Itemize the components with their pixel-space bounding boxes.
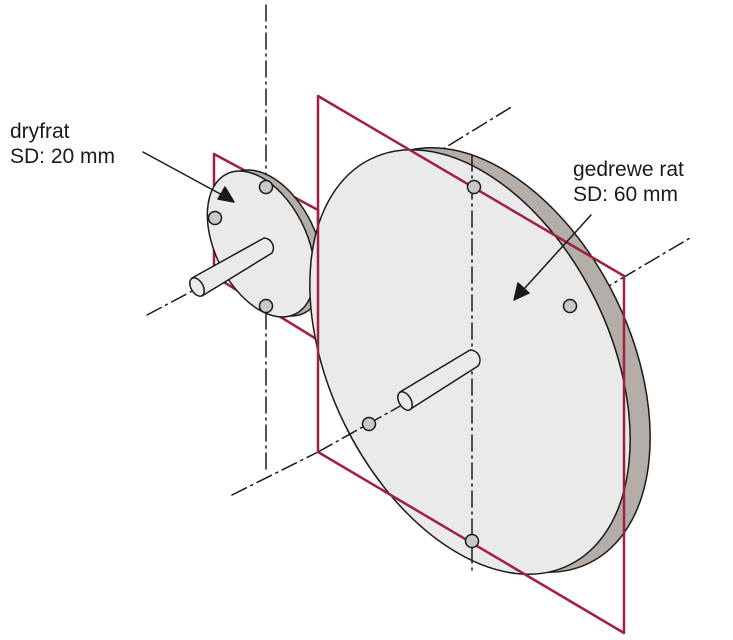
- large-gear-leader-arrowhead: [513, 282, 530, 301]
- small-gear-detail: SD: 20 mm: [10, 145, 116, 168]
- large-gear-shaft: [399, 349, 481, 411]
- large-gear-axis-upper: [424, 105, 514, 161]
- large-gear-axis-right: [596, 237, 691, 294]
- small-gear-label: dryfrat SD: 20 mm: [10, 119, 115, 169]
- large-gear-name: gedrewe rat: [573, 158, 684, 181]
- large-gear-shaft-end: [397, 391, 413, 411]
- large-gear-detail: SD: 60 mm: [573, 183, 679, 206]
- large-gear-label: gedrewe rat SD: 60 mm: [573, 157, 684, 207]
- large-gear-point-top: [466, 179, 482, 195]
- small-gear-leader-line: [142, 151, 225, 197]
- small-gear-name: dryfrat: [10, 120, 70, 143]
- small-gear-point-top: [258, 179, 274, 195]
- small-gear-leader-arrowhead: [217, 186, 235, 203]
- large-gear-leader-line: [523, 214, 592, 290]
- small-gear-shaft-axis-back: [146, 287, 199, 316]
- large-gear-point-bottom: [464, 533, 480, 549]
- small-gear-shaft: [191, 237, 275, 297]
- large-gear-point-left: [361, 416, 377, 432]
- large-gear-axis-back: [231, 451, 319, 496]
- large-gear-plane: [316, 94, 626, 635]
- small-gear-point-bottom: [258, 298, 274, 314]
- small-gear-shaft-end: [189, 277, 205, 297]
- large-gear-point-right: [562, 298, 578, 314]
- large-gear-shaft-axis-front: [317, 404, 403, 453]
- small-gear-point-left: [207, 210, 223, 226]
